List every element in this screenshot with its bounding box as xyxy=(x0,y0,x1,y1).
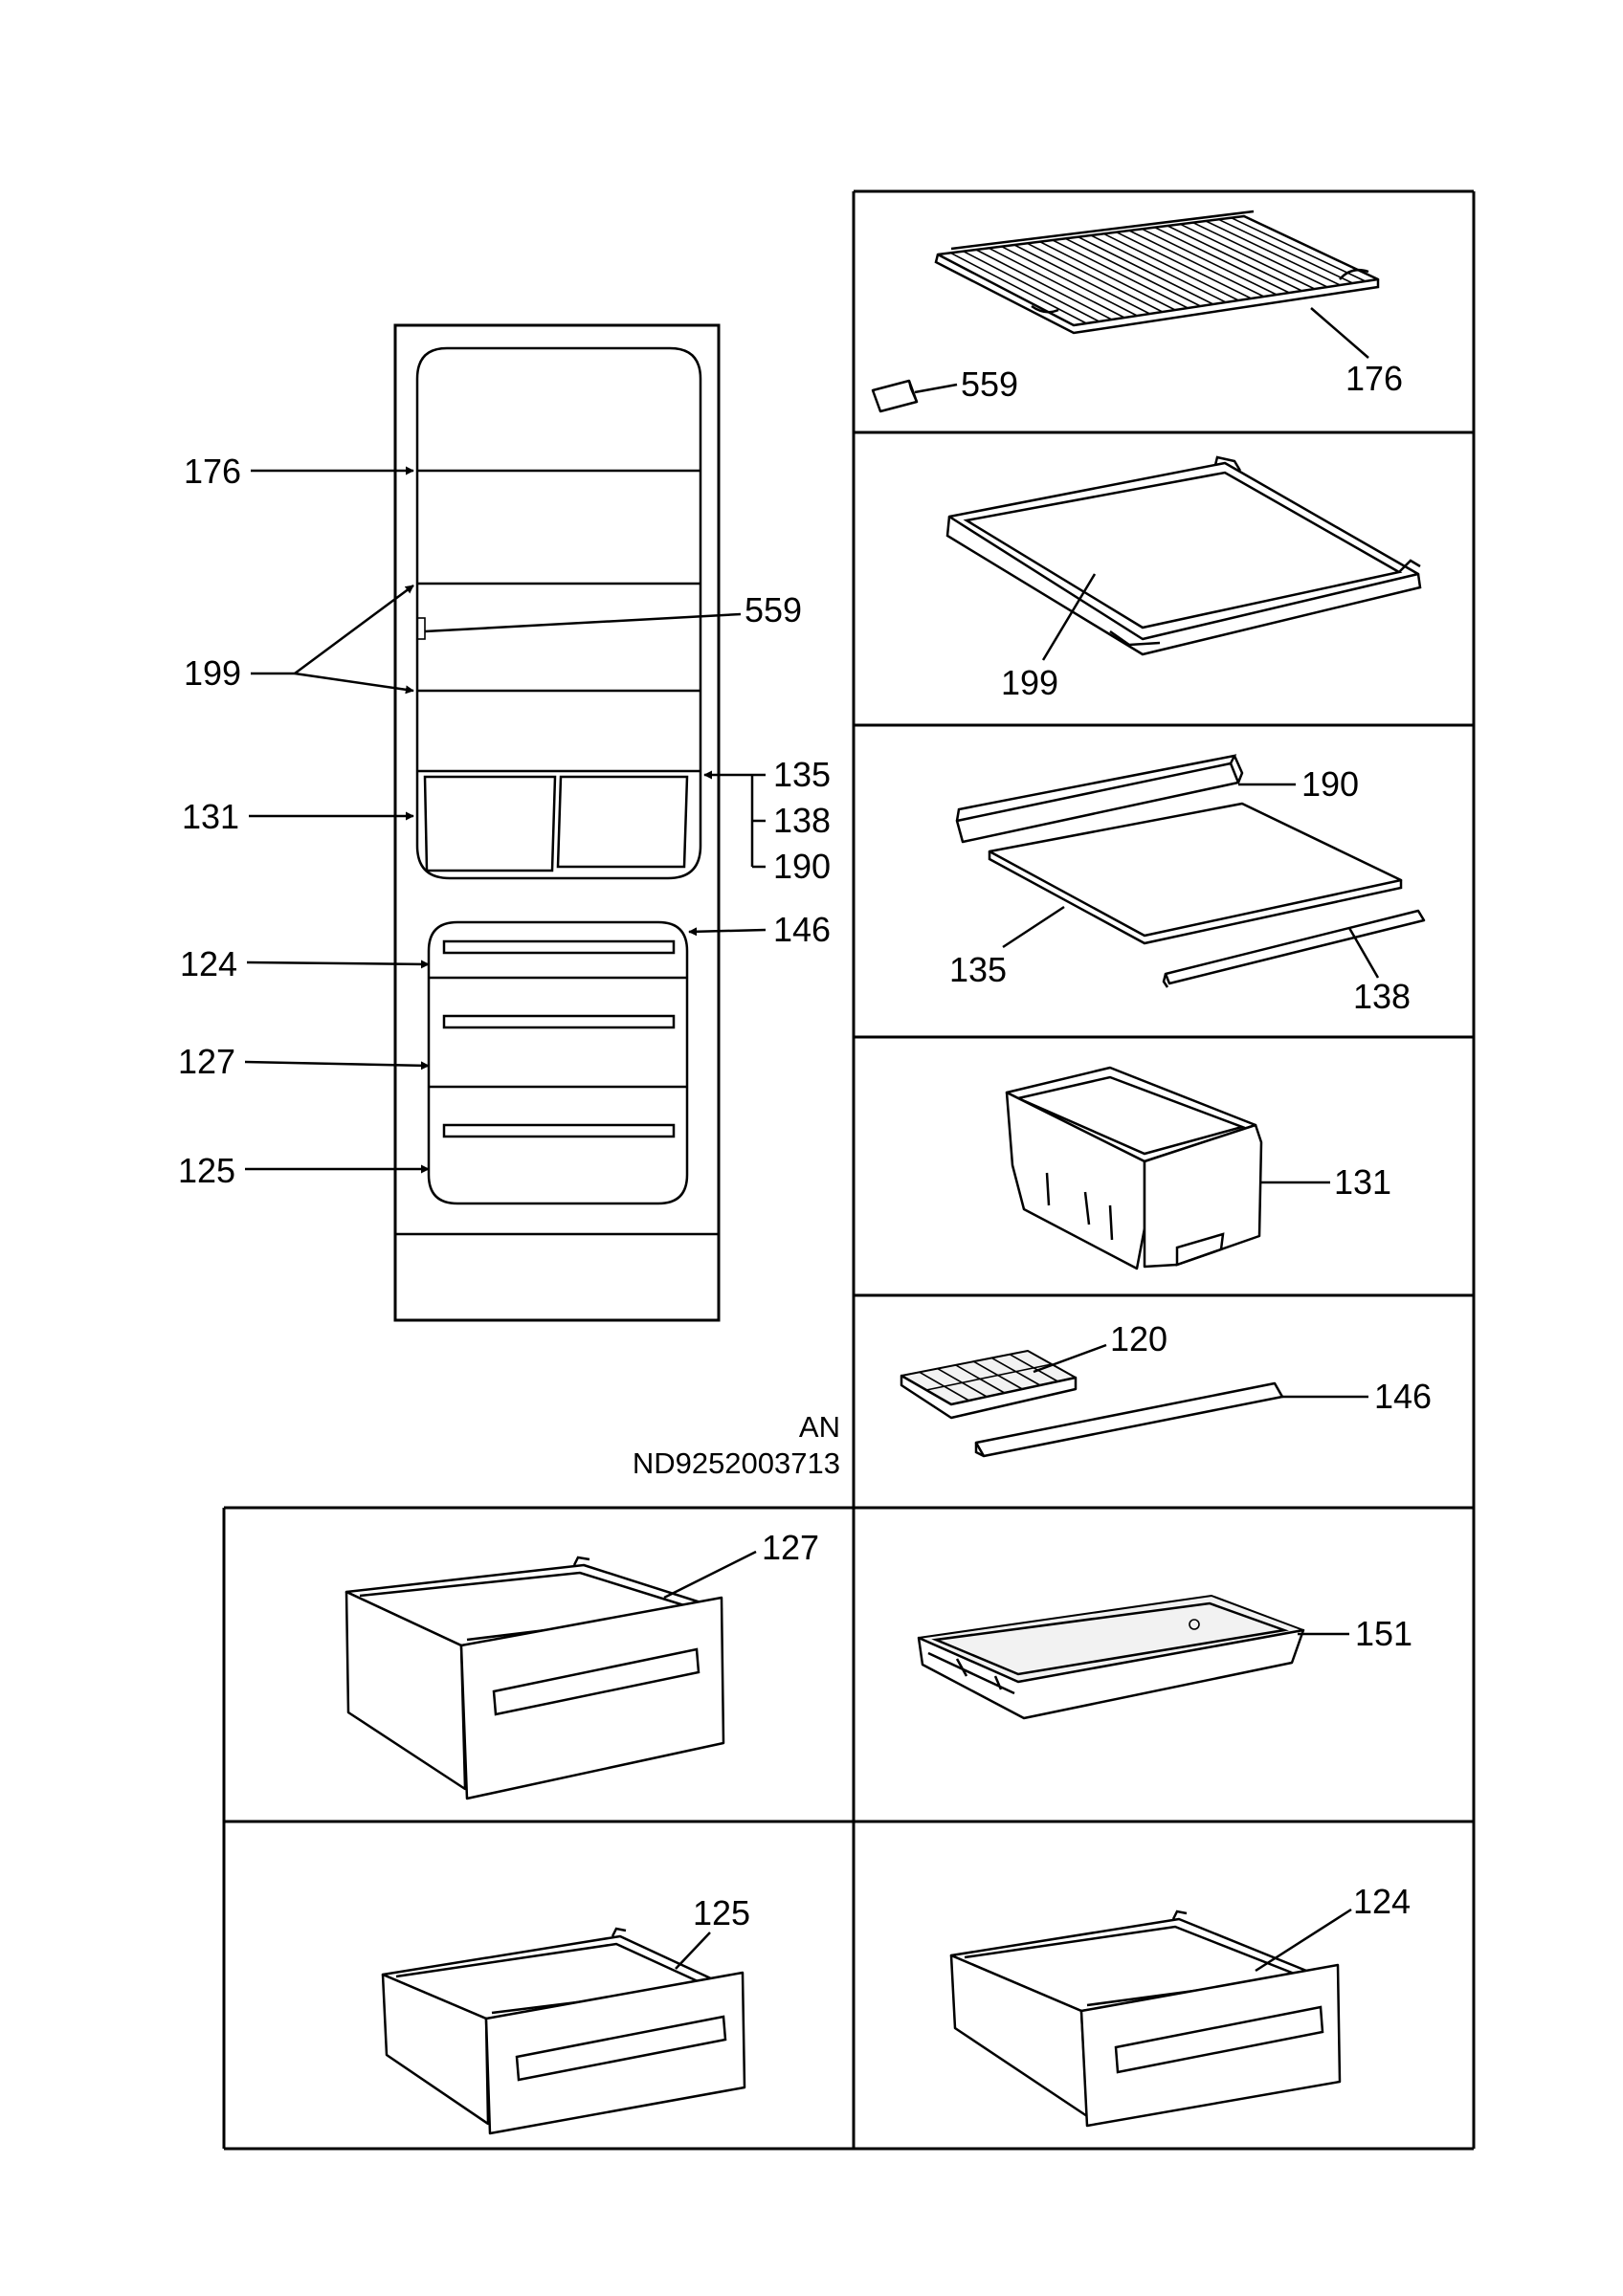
part-number-135: 135 xyxy=(949,950,1007,989)
panel-freezer-drawer-middle: 127 xyxy=(345,1528,819,1800)
part-number-125: 125 xyxy=(693,1893,750,1932)
panel-freezer-drawer-bottom: 125 xyxy=(381,1893,750,2135)
wire-rod xyxy=(1231,216,1367,282)
panel-ice-tray-flap: 120 146 xyxy=(900,1319,1432,1458)
wire-rod xyxy=(1013,244,1150,315)
wire-rod xyxy=(1116,231,1252,299)
callout-146: 146 xyxy=(773,910,831,949)
panel-wire-shelf: 176 559 xyxy=(871,210,1403,413)
callout-190: 190 xyxy=(773,847,831,886)
ice-cell-divider xyxy=(925,1363,1053,1391)
panel-vegetable-box: 131 xyxy=(1005,1066,1391,1270)
shelf-support-drawing xyxy=(871,379,919,413)
wire-rod xyxy=(988,247,1125,319)
wire-rod xyxy=(963,250,1100,322)
callout-127: 127 xyxy=(178,1042,235,1081)
refrigerator-cabinet-overview xyxy=(393,323,721,1322)
part-number-199: 199 xyxy=(1001,663,1058,702)
part-number-131: 131 xyxy=(1334,1162,1391,1202)
panel-glass-shelf: 199 xyxy=(945,455,1422,702)
callout-176: 176 xyxy=(184,452,241,491)
part-number-151: 151 xyxy=(1355,1614,1412,1653)
ice-tray-drawing xyxy=(900,1350,1078,1420)
panel-crisper-cover: 190 135 138 xyxy=(949,754,1426,1016)
cabinet-freezer-drawer-127 xyxy=(442,1014,676,1029)
wire-rod xyxy=(1102,232,1239,301)
panel-grid xyxy=(222,189,1476,2151)
cabinet-callouts-right: 559 135 138 190 146 xyxy=(424,590,831,949)
callout-124: 124 xyxy=(180,944,237,983)
wire-rod xyxy=(1052,239,1189,309)
cabinet-callouts-left: 176 199 131 124 127 125 xyxy=(178,452,430,1190)
wire-rod xyxy=(1192,221,1328,288)
cabinet-vegetable-box-right xyxy=(556,775,689,869)
part-number-138: 138 xyxy=(1353,977,1411,1016)
reference-block: AN ND9252003713 xyxy=(633,1410,840,1480)
callout-135: 135 xyxy=(773,755,831,794)
wire-rod xyxy=(1026,242,1164,313)
cover-trim-front-drawing xyxy=(1162,909,1426,988)
wire-rod xyxy=(1205,220,1341,286)
cabinet-shelf-support-559 xyxy=(416,617,426,640)
cabinet-freezer-drawer-124 xyxy=(442,939,676,955)
wire-rod xyxy=(1064,237,1201,307)
panel-freezer-drawer-top: 124 xyxy=(949,1882,1411,2128)
wire-rod xyxy=(1154,226,1290,294)
wire-rod xyxy=(949,252,1087,324)
cover-trim-rear-drawing xyxy=(955,754,1244,844)
wire-rod xyxy=(1179,223,1316,290)
callout-138: 138 xyxy=(773,801,831,840)
part-number-176: 176 xyxy=(1345,359,1403,398)
model-code: AN xyxy=(799,1410,840,1444)
wire-rod xyxy=(1078,235,1214,305)
part-number-190: 190 xyxy=(1301,764,1359,804)
wire-rod xyxy=(975,249,1113,320)
cabinet-vegetable-box-left xyxy=(423,775,557,872)
wire-rod xyxy=(1217,218,1353,284)
wire-rod xyxy=(1001,245,1138,317)
part-number-127: 127 xyxy=(762,1528,819,1567)
part-number-124: 124 xyxy=(1353,1882,1411,1921)
panel-drip-tray: 151 xyxy=(917,1595,1412,1720)
wire-rod xyxy=(1243,215,1379,280)
callout-199: 199 xyxy=(184,653,241,693)
part-number-146: 146 xyxy=(1374,1377,1432,1416)
callout-131: 131 xyxy=(182,797,239,836)
callout-559: 559 xyxy=(745,590,802,629)
part-number-559: 559 xyxy=(961,364,1018,404)
wire-rod xyxy=(1128,230,1265,298)
part-number-120: 120 xyxy=(1110,1319,1167,1358)
callout-125: 125 xyxy=(178,1151,235,1190)
wire-rod xyxy=(1039,240,1176,311)
wire-rod xyxy=(1090,234,1227,303)
document-number: ND9252003713 xyxy=(633,1446,840,1480)
wire-rod xyxy=(1167,225,1302,292)
cabinet-freezer-drawer-125 xyxy=(442,1123,676,1138)
drain-hole-icon xyxy=(1189,1619,1200,1630)
wire-rod xyxy=(1141,228,1278,296)
wire-rod xyxy=(937,254,1075,326)
wire-shelf-drawing xyxy=(934,210,1380,335)
